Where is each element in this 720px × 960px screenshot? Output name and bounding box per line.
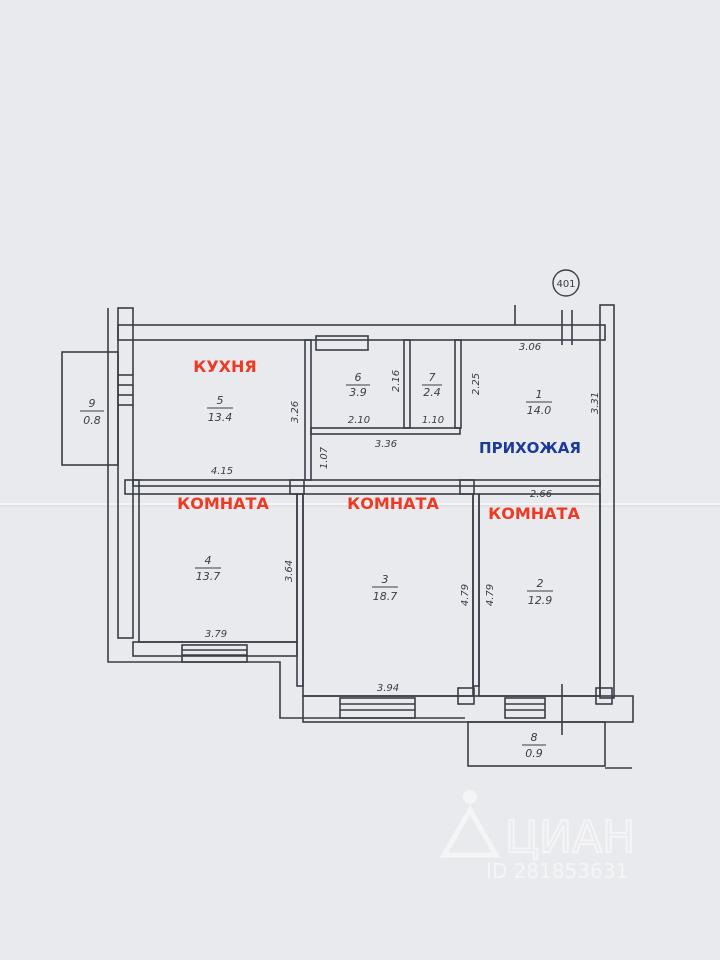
balcony-9	[61, 351, 119, 466]
room-1-number: 1	[536, 388, 543, 401]
room-4-area: 13.7	[196, 570, 221, 583]
dim-2-10: 2.10	[348, 415, 370, 426]
label-kitchen: КУХНЯ	[193, 357, 256, 376]
room-7-number: 7	[429, 371, 436, 384]
room-5-number: 5	[217, 394, 224, 407]
room-1-area: 14.0	[527, 404, 552, 417]
room-8-area: 0.9	[525, 747, 543, 760]
dim-2-16: 2.16	[391, 370, 402, 392]
room-3-number: 3	[382, 573, 389, 586]
room-4-number: 4	[205, 554, 212, 567]
watermark-id: ID 281853631	[486, 859, 628, 883]
dim-2-66: 2.66	[530, 489, 552, 500]
room-6-area: 3.9	[349, 386, 367, 399]
label-room-a: КОМНАТА	[177, 494, 269, 513]
wall-top	[117, 324, 606, 341]
walls	[61, 304, 634, 769]
dim-3-26: 3.26	[290, 401, 301, 423]
wall-left	[117, 307, 134, 639]
plan-marker: 401	[556, 279, 575, 290]
wall-right	[599, 304, 615, 699]
dim-1-10: 1.10	[422, 415, 444, 426]
room-6-number: 6	[355, 371, 362, 384]
room-8-number: 8	[531, 731, 538, 744]
label-room-b: КОМНАТА	[347, 494, 439, 513]
dim-4-79-left: 4.79	[460, 584, 471, 606]
dim-3-79: 3.79	[205, 629, 227, 640]
dim-3-31: 3.31	[590, 392, 601, 414]
dim-3-64: 3.64	[284, 560, 295, 582]
label-hall: ПРИХОЖАЯ	[479, 439, 581, 457]
room-7-area: 2.4	[423, 386, 441, 399]
label-room-c: КОМНАТА	[488, 504, 580, 523]
room-2-area: 12.9	[528, 594, 553, 607]
watermark-brand: ЦИАН	[505, 812, 635, 863]
watermark: ЦИАН ID 281853631	[439, 790, 636, 883]
wall-middle	[132, 479, 601, 487]
watermark-logo-icon	[463, 790, 477, 804]
plan-marker-circle	[552, 269, 580, 297]
dim-2-25: 2.25	[471, 373, 482, 395]
room-9-area: 0.8	[83, 414, 101, 427]
room-5-area: 13.4	[208, 411, 233, 424]
balcony-8	[467, 721, 606, 767]
dim-4-15: 4.15	[211, 466, 233, 477]
room-3-area: 18.7	[373, 590, 398, 603]
dim-4-79-right: 4.79	[485, 584, 496, 606]
room-9-number: 9	[89, 397, 96, 410]
paper-fold	[0, 503, 720, 505]
dim-3-06: 3.06	[519, 342, 541, 353]
dim-3-94: 3.94	[377, 683, 399, 694]
dim-3-36: 3.36	[375, 439, 397, 450]
room-2-number: 2	[537, 577, 544, 590]
dim-1-07: 1.07	[319, 446, 330, 469]
